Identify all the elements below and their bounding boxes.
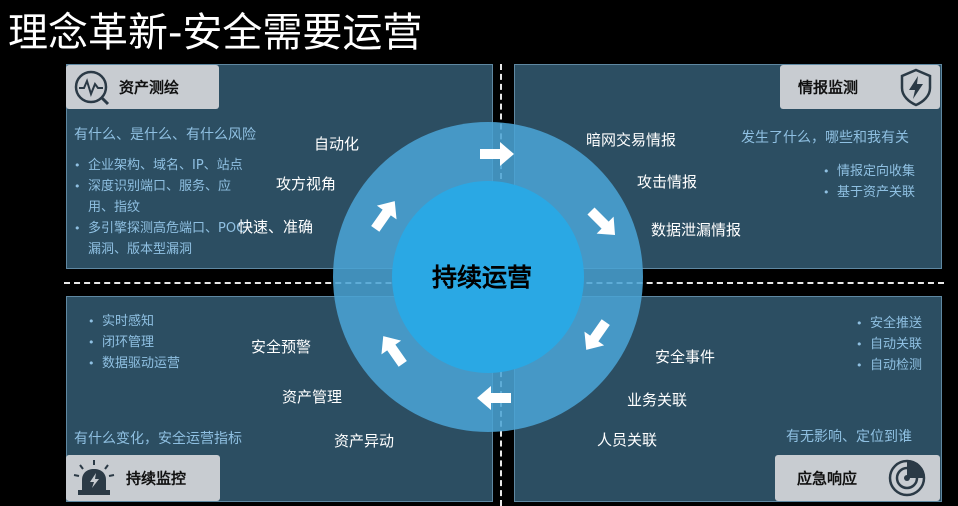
list-item: 企业架构、域名、IP、站点 — [74, 155, 246, 176]
header-emergency-response: 应急响应 — [775, 455, 940, 501]
label-data-leak-intel: 数据泄漏情报 — [651, 221, 742, 239]
list-item: 情报定向收集 — [823, 161, 915, 182]
list-item: 安全推送 — [856, 313, 922, 334]
label-asset-management: 资产管理 — [282, 388, 343, 406]
arrow-left-icon — [477, 386, 511, 410]
header-intel-monitoring: 情报监测 — [780, 65, 940, 109]
list-item: 多引擎探测高危端口、POC漏洞、版本型漏洞 — [74, 218, 246, 260]
bullet-list: 实时感知 闭环管理 数据驱动运营 — [88, 311, 180, 374]
list-item: 自动关联 — [856, 334, 922, 355]
monitor-pulse-icon — [74, 70, 110, 106]
bullet-list: 安全推送 自动关联 自动检测 — [856, 313, 922, 376]
arrow-down-left-icon — [584, 319, 610, 350]
header-label: 应急响应 — [797, 469, 858, 488]
inner-circle — [392, 181, 584, 373]
bullet-list: 情报定向收集 基于资产关联 — [823, 161, 915, 203]
shield-lightning-icon — [900, 68, 932, 107]
question-text: 发生了什么，哪些和我有关 — [741, 130, 909, 146]
label-personnel-link: 人员关联 — [597, 431, 658, 449]
label-security-alert: 安全预警 — [251, 338, 312, 356]
page-title: 理念革新-安全需要运营 — [8, 10, 423, 56]
arrow-up-left-icon — [381, 336, 407, 367]
alarm-light-icon — [73, 460, 115, 495]
label-business-link: 业务关联 — [627, 391, 688, 409]
header-asset-mapping: 资产测绘 — [66, 65, 219, 109]
label-asset-change: 资产异动 — [334, 432, 395, 450]
question-text: 有无影响、定位到谁 — [786, 429, 912, 445]
list-item: 实时感知 — [88, 311, 180, 332]
question-text: 有什么、是什么、有什么风险 — [74, 127, 256, 143]
label-darknet-intel: 暗网交易情报 — [586, 131, 677, 149]
question-text: 有什么变化，安全运营指标 — [74, 431, 242, 447]
label-fast-accurate: 快速、准确 — [238, 218, 314, 236]
center-label: 持续运营 — [432, 263, 533, 292]
list-item: 深度识别端口、服务、应用、指纹 — [74, 176, 246, 218]
arrow-right-icon — [480, 142, 514, 166]
radar-target-icon — [888, 459, 926, 497]
list-item: 基于资产关联 — [823, 182, 915, 203]
label-security-event: 安全事件 — [655, 348, 716, 366]
label-attack-intel: 攻击情报 — [637, 173, 698, 191]
header-continuous-monitoring: 持续监控 — [66, 455, 220, 501]
list-item: 自动检测 — [856, 355, 922, 376]
list-item: 闭环管理 — [88, 332, 180, 353]
label-attacker-view: 攻方视角 — [276, 175, 337, 193]
header-label: 资产测绘 — [119, 78, 180, 97]
label-automation: 自动化 — [314, 135, 360, 153]
arrow-up-right-icon — [371, 201, 397, 232]
bullet-list: 企业架构、域名、IP、站点 深度识别端口、服务、应用、指纹 多引擎探测高危端口、… — [74, 155, 246, 260]
list-item: 数据驱动运营 — [88, 353, 180, 374]
header-label: 持续监控 — [126, 469, 187, 488]
header-label: 情报监测 — [798, 78, 859, 97]
arrow-down-right-icon — [587, 207, 616, 236]
